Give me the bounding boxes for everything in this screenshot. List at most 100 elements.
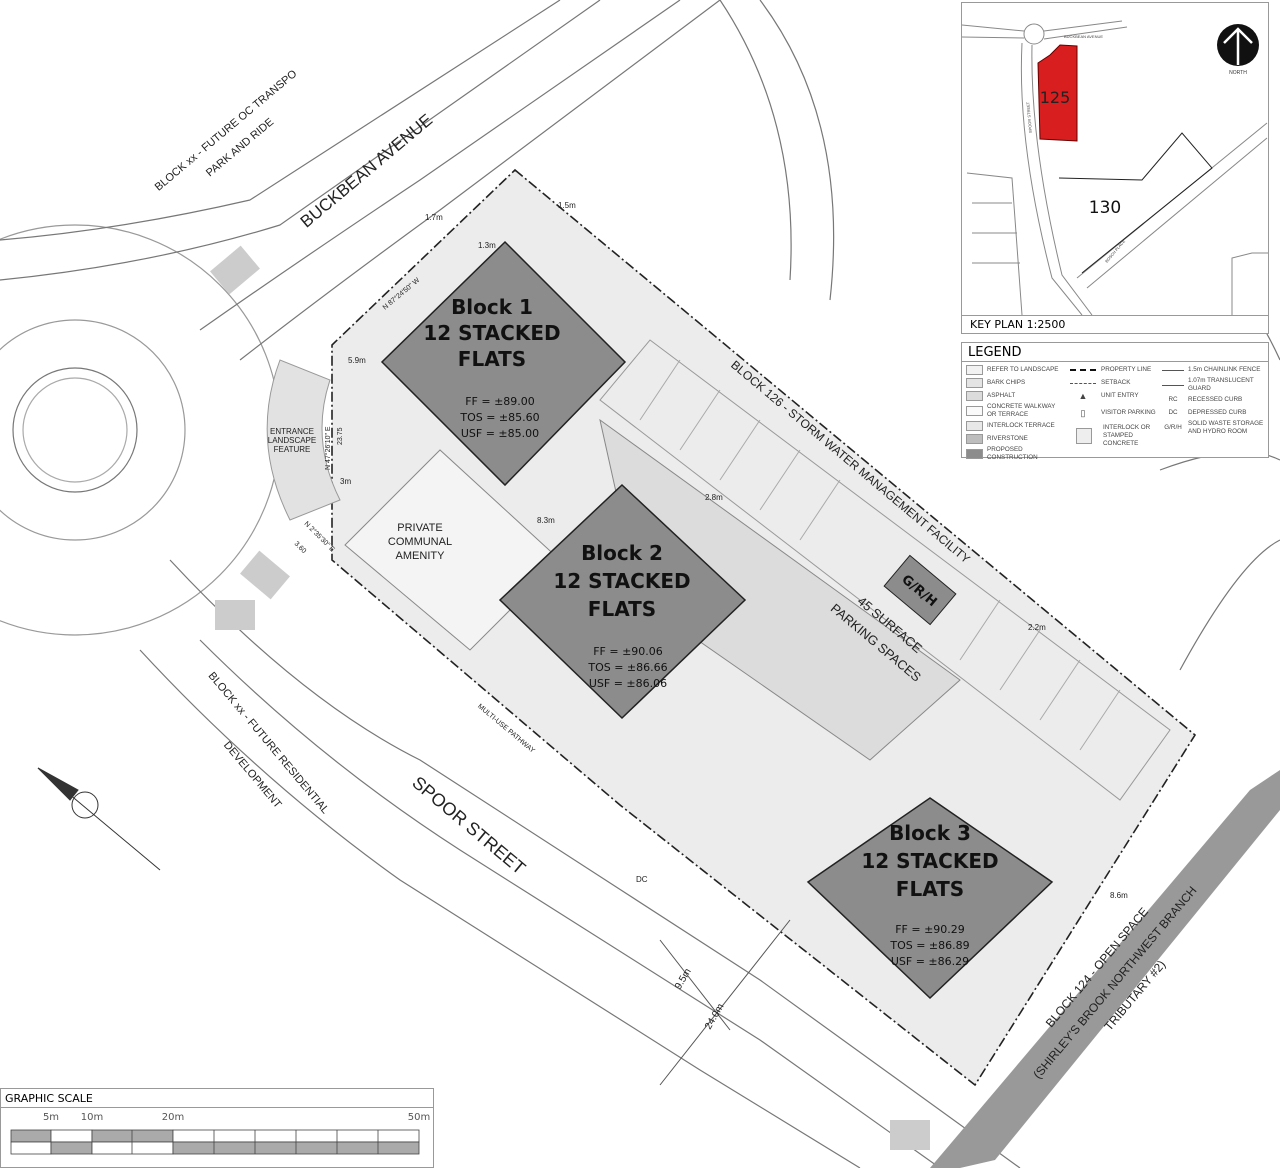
block-1-label: Block 1 12 STACKED FLATS FF = ±89.00 TOS… — [423, 295, 560, 440]
dim: 2.2m — [1028, 623, 1046, 632]
legend-label: 1.07m TRANSLUCENT GUARD — [1188, 377, 1254, 392]
open-space-strip — [930, 770, 1280, 1168]
amenity-line: AMENITY — [396, 550, 446, 562]
legend-label: PROPOSED CONSTRUCTION — [987, 446, 1038, 461]
dim: 2.8m — [705, 493, 723, 502]
block-tos: TOS = ±86.66 — [587, 661, 667, 674]
block-ff: FF = ±90.29 — [895, 923, 965, 936]
scale-tick: 50m — [408, 1112, 430, 1123]
block-2-label: Block 2 12 STACKED FLATS FF = ±90.06 TOS… — [553, 541, 690, 690]
key-plan-map: 125 130 BUCKBEAN AVENUE SPOOR STREET BOS… — [962, 20, 1268, 315]
amenity-line: PRIVATE — [397, 522, 442, 534]
north-compass-icon — [1217, 24, 1259, 66]
legend-item: 1.5m CHAINLINK FENCE — [1162, 364, 1266, 376]
scale-tick: 20m — [162, 1112, 184, 1123]
legend-label: CONCRETE WALKWAY OR TERRACE — [987, 403, 1056, 418]
block-usf: USF = ±85.00 — [461, 427, 539, 440]
rc-code: RC — [1168, 396, 1178, 403]
legend-col-3: 1.5m CHAINLINK FENCE 1.07m TRANSLUCENT G… — [1162, 364, 1266, 437]
block-name: Block 1 — [451, 295, 533, 319]
legend-item: REFER TO LANDSCAPE — [966, 364, 1066, 376]
swatch — [966, 378, 983, 388]
legend-label: SOLID WASTE STORAGE AND HYDRO ROOM — [1188, 420, 1264, 435]
block-1-footprint — [380, 240, 627, 487]
crosswalks — [210, 245, 930, 1150]
stall-lines — [639, 359, 1121, 751]
legend-label: RECESSED CURB — [1188, 396, 1243, 403]
parking-stalls — [599, 339, 1171, 801]
legend-col-2: PROPERTY LINE SETBACK ▲UNIT ENTRY ▯ VISIT… — [1070, 364, 1160, 449]
entrance-label: ENTRANCE LANDSCAPE FEATURE — [268, 427, 316, 454]
legend-label: DEPRESSED CURB — [1188, 409, 1247, 416]
spoor-street-label: SPOOR STREET — [408, 772, 529, 878]
legend-item: INTERLOCK TERRACE — [966, 420, 1066, 432]
legend-item: ▯ VISITOR PARKING — [1070, 403, 1160, 423]
legend-item: ASPHALT — [966, 390, 1066, 402]
block-type: FLATS — [458, 347, 526, 371]
entrance-line: ENTRANCE — [270, 427, 314, 436]
swatch — [966, 406, 983, 416]
lot-130-label: 130 — [1089, 198, 1121, 218]
legend-item: BARK CHIPS — [966, 377, 1066, 389]
keyplan-street: SPOOR STREET — [1025, 101, 1033, 133]
legend-item: PROPOSED CONSTRUCTION — [966, 446, 1066, 462]
block-2-footprint — [498, 483, 747, 720]
legend-item: 1.07m TRANSLUCENT GUARD — [1162, 377, 1266, 393]
legend-label: RIVERSTONE — [987, 435, 1028, 442]
dim: 8.3m — [537, 516, 555, 525]
bearing: N 47°26'10" E — [324, 426, 332, 470]
swatch — [966, 421, 983, 431]
legend-col-1: REFER TO LANDSCAPE BARK CHIPS ASPHALT CO… — [966, 364, 1066, 463]
block-name: Block 3 — [889, 821, 971, 845]
site-lot-125 — [1037, 44, 1078, 142]
bearing-length: 23.75 — [337, 427, 344, 445]
entrance-line: FEATURE — [274, 445, 311, 454]
roundabout-inner — [12, 367, 138, 493]
legend-item: PROPERTY LINE — [1070, 364, 1160, 376]
block-units: 12 STACKED — [553, 569, 690, 593]
fence-symbol — [1162, 369, 1184, 371]
grh-building — [883, 554, 957, 626]
scale-bar: 5m 10m 20m 50m — [10, 1112, 430, 1155]
graphic-scale: GRAPHIC SCALE 5m 10m 20m 50m — [0, 1088, 434, 1168]
dc-label: DC — [636, 875, 648, 884]
amenity-label: PRIVATE COMMUNAL AMENITY — [388, 522, 452, 562]
key-plan-caption: KEY PLAN 1:2500 — [962, 315, 1268, 333]
legend-label: BARK CHIPS — [987, 379, 1026, 386]
block-usf: USF = ±86.06 — [589, 677, 667, 690]
legend: LEGEND REFER TO LANDSCAPE BARK CHIPS ASP… — [961, 342, 1269, 461]
dim: 8.6m — [1110, 891, 1128, 900]
entrance-landscape — [266, 359, 341, 521]
block-tos: TOS = ±85.60 — [459, 411, 539, 424]
legend-label: REFER TO LANDSCAPE — [987, 366, 1059, 373]
keyplan-street: BOSCH PLACE — [1104, 238, 1126, 263]
dim: 5.9m — [348, 356, 366, 365]
legend-item: SETBACK — [1070, 377, 1160, 389]
legend-label: PROPERTY LINE — [1101, 366, 1152, 373]
property-line-symbol — [1070, 369, 1096, 371]
legend-label: INTERLOCK OR STAMPED CONCRETE — [1103, 424, 1151, 447]
lot-125-label: 125 — [1040, 88, 1071, 107]
dim: 3m — [340, 477, 351, 486]
grh-code: G/R/H — [1164, 424, 1182, 431]
block-3-label: Block 3 12 STACKED FLATS FF = ±90.29 TOS… — [861, 821, 998, 968]
legend-title: LEGEND — [962, 343, 1268, 362]
block-units: 12 STACKED — [861, 849, 998, 873]
key-plan: 125 130 BUCKBEAN AVENUE SPOOR STREET BOS… — [961, 2, 1269, 334]
visitor-parking-icon: ▯ — [1080, 408, 1086, 418]
buckbean-avenue-label: BUCKBEAN AVENUE — [297, 110, 436, 231]
scale-title: GRAPHIC SCALE — [1, 1089, 433, 1108]
legend-item: ▲UNIT ENTRY — [1070, 390, 1160, 402]
dim: 1.3m — [478, 241, 496, 250]
legend-label: INTERLOCK TERRACE — [987, 422, 1055, 429]
swatch — [966, 391, 983, 401]
block-units: 12 STACKED — [423, 321, 560, 345]
scale-tick: 10m — [81, 1112, 103, 1123]
legend-item: INTERLOCK OR STAMPED CONCRETE — [1070, 424, 1160, 448]
legend-label: SETBACK — [1101, 379, 1131, 386]
scale-segments — [10, 1129, 420, 1155]
legend-label: ASPHALT — [987, 392, 1016, 399]
block-ff: FF = ±89.00 — [465, 395, 535, 408]
legend-label: VISITOR PARKING — [1101, 409, 1156, 416]
